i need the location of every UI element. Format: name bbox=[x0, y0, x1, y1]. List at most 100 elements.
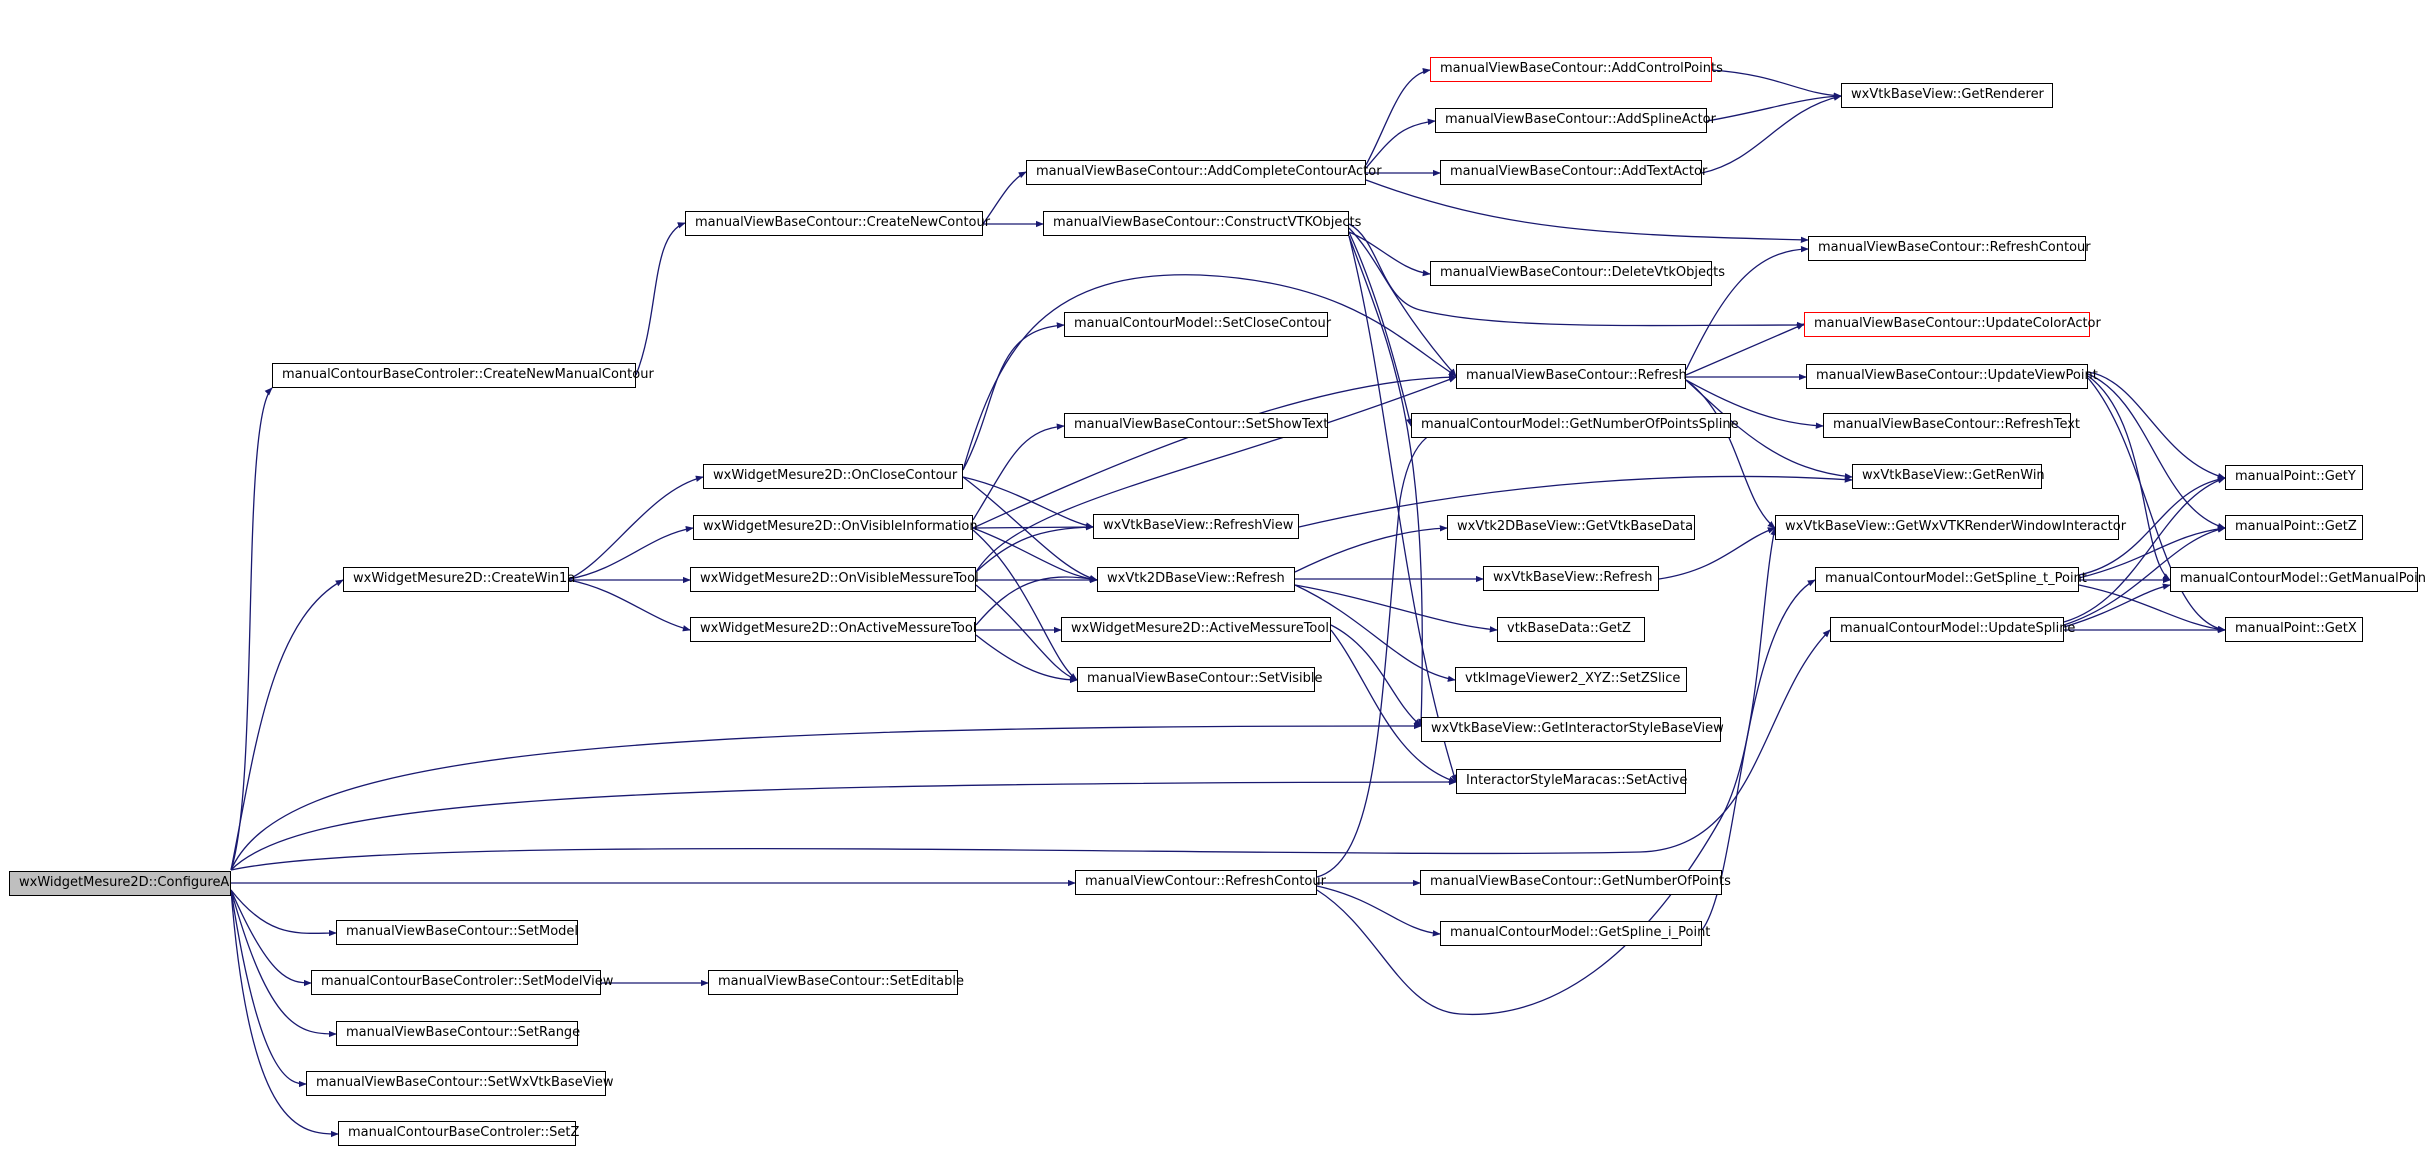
call-edge bbox=[2078, 476, 2226, 576]
call-edge bbox=[2087, 373, 2226, 530]
node-active-messure-tool[interactable]: wxWidgetMesure2D::ActiveMessureTool bbox=[1061, 617, 1331, 642]
node-get-spline-t-point[interactable]: manualContourModel::GetSpline_t_Point bbox=[1815, 567, 2087, 592]
call-edge bbox=[635, 222, 686, 376]
node-on-close-contour[interactable]: wxWidgetMesure2D::OnCloseContour bbox=[703, 464, 963, 489]
call-edge bbox=[230, 722, 1422, 871]
call-edge bbox=[1330, 624, 1422, 727]
node-on-active-messure-tool[interactable]: wxWidgetMesure2D::OnActiveMessureTool bbox=[690, 617, 976, 642]
call-edge bbox=[975, 634, 1078, 684]
node-set-visible[interactable]: manualViewBaseContour::SetVisible bbox=[1077, 667, 1322, 692]
call-edge bbox=[1365, 68, 1431, 166]
node-set-model-view[interactable]: manualContourBaseControler::SetModelView bbox=[311, 970, 613, 995]
node-set-z-slice[interactable]: vtkImageViewer2_XYZ::SetZSlice bbox=[1455, 667, 1687, 692]
node-base-refresh-contour[interactable]: manualViewBaseContour::RefreshContour bbox=[1808, 236, 2091, 261]
call-edge bbox=[1348, 231, 1431, 277]
node-set-close-contour[interactable]: manualContourModel::SetCloseContour bbox=[1064, 312, 1331, 337]
call-edge bbox=[975, 376, 1457, 573]
node-on-visible-information[interactable]: wxWidgetMesure2D::OnVisibleInformation bbox=[693, 515, 978, 540]
node-get-vtk-base-data[interactable]: wxVtk2DBaseView::GetVtkBaseData bbox=[1447, 515, 1695, 540]
call-edge bbox=[1365, 118, 1436, 169]
node-add-text-actor[interactable]: manualViewBaseContour::AddTextActor bbox=[1440, 160, 1707, 185]
node-create-win1a[interactable]: wxWidgetMesure2D::CreateWin1a bbox=[343, 567, 575, 592]
call-edge bbox=[230, 889, 337, 937]
node-vtk-base-data-get-z[interactable]: vtkBaseData::GetZ bbox=[1497, 617, 1645, 642]
call-edge bbox=[1711, 69, 1842, 99]
node-get-number-of-points-spline[interactable]: manualContourModel::GetNumberOfPointsSpl… bbox=[1411, 413, 1739, 438]
node-set-z-controler[interactable]: manualContourBaseControler::SetZ bbox=[338, 1121, 579, 1146]
node-add-spline-actor[interactable]: manualViewBaseContour::AddSplineActor bbox=[1435, 108, 1716, 133]
call-edge bbox=[1685, 245, 1809, 371]
node-set-show-text[interactable]: manualViewBaseContour::SetShowText bbox=[1064, 413, 1328, 438]
call-edge bbox=[1365, 179, 1809, 244]
call-edge bbox=[1330, 629, 1457, 783]
node-point-get-y[interactable]: manualPoint::GetY bbox=[2225, 465, 2363, 490]
call-edge bbox=[972, 423, 1065, 521]
node-point-get-x[interactable]: manualPoint::GetX bbox=[2225, 617, 2363, 642]
call-edge bbox=[1298, 475, 1853, 528]
call-edge bbox=[962, 476, 1098, 582]
node-point-get-z[interactable]: manualPoint::GetZ bbox=[2225, 515, 2363, 540]
node-vtk-base-view-refresh[interactable]: wxVtkBaseView::Refresh bbox=[1483, 566, 1659, 591]
node-get-interactor-style-base-view[interactable]: wxVtkBaseView::GetInteractorStyleBaseVie… bbox=[1421, 717, 1724, 742]
node-create-new-contour[interactable]: manualViewBaseContour::CreateNewContour bbox=[685, 211, 990, 236]
node-update-spline[interactable]: manualContourModel::UpdateSpline bbox=[1830, 617, 2075, 642]
node-get-renderer[interactable]: wxVtkBaseView::GetRenderer bbox=[1841, 83, 2053, 108]
call-edge bbox=[972, 523, 1094, 531]
call-edge bbox=[568, 475, 704, 580]
node-configure-a[interactable]: wxWidgetMesure2D::ConfigureA bbox=[9, 871, 231, 896]
call-edge bbox=[568, 526, 694, 580]
call-edge bbox=[1348, 223, 1805, 329]
call-edge bbox=[2063, 477, 2226, 623]
call-edge bbox=[1685, 379, 1824, 429]
call-edge bbox=[568, 579, 691, 632]
call-edge bbox=[1316, 527, 1777, 1016]
node-create-new-manual-contour[interactable]: manualContourBaseControler::CreateNewMan… bbox=[272, 363, 654, 388]
call-edge bbox=[975, 584, 1078, 681]
call-edge bbox=[230, 889, 337, 1038]
node-get-spline-i-point[interactable]: manualContourModel::GetSpline_i_Point bbox=[1440, 921, 1710, 946]
call-edge bbox=[972, 527, 1098, 583]
node-base-refresh[interactable]: manualViewBaseContour::Refresh bbox=[1456, 364, 1687, 389]
node-on-visible-messure-tool[interactable]: wxWidgetMesure2D::OnVisibleMessureTool bbox=[690, 567, 979, 592]
call-edge bbox=[230, 889, 312, 987]
call-edge bbox=[962, 476, 1094, 529]
node-refresh-text[interactable]: manualViewBaseContour::RefreshText bbox=[1823, 413, 2080, 438]
node-update-color-actor[interactable]: manualViewBaseContour::UpdateColorActor bbox=[1804, 312, 2101, 337]
node-vtk2d-refresh[interactable]: wxVtk2DBaseView::Refresh bbox=[1097, 567, 1295, 592]
call-edge bbox=[1701, 94, 1842, 174]
node-get-ren-win[interactable]: wxVtkBaseView::GetRenWin bbox=[1852, 464, 2045, 489]
call-edge bbox=[230, 889, 339, 1138]
node-manual-view-contour-refresh-contour[interactable]: manualViewContour::RefreshContour bbox=[1075, 870, 1326, 895]
call-edge bbox=[972, 529, 1078, 681]
node-set-model[interactable]: manualViewBaseContour::SetModel bbox=[336, 920, 578, 945]
call-edge bbox=[230, 629, 1831, 871]
call-edge bbox=[230, 889, 307, 1088]
node-delete-vtk-objects[interactable]: manualViewBaseContour::DeleteVtkObjects bbox=[1430, 261, 1725, 286]
node-interactor-style-set-active[interactable]: InteractorStyleMaracas::SetActive bbox=[1456, 769, 1687, 794]
call-edge bbox=[1685, 323, 1805, 376]
call-edge bbox=[1348, 235, 1457, 783]
node-update-view-point[interactable]: manualViewBaseContour::UpdateViewPoint bbox=[1806, 364, 2098, 389]
call-edge bbox=[1701, 579, 1816, 931]
node-set-editable[interactable]: manualViewBaseContour::SetEditable bbox=[708, 970, 964, 995]
node-get-wx-vtk-render-window-interactor[interactable]: wxVtkBaseView::GetWxVTKRenderWindowInter… bbox=[1775, 515, 2126, 540]
call-edge bbox=[975, 575, 1098, 626]
call-edge bbox=[1316, 423, 1457, 878]
node-add-complete-contour-actor[interactable]: manualViewBaseContour::AddCompleteContou… bbox=[1026, 160, 1382, 185]
node-set-wx-vtk-base-view[interactable]: manualViewBaseContour::SetWxVtkBaseView bbox=[306, 1071, 614, 1096]
node-refresh-view[interactable]: wxVtkBaseView::RefreshView bbox=[1093, 514, 1299, 539]
call-edge bbox=[2087, 377, 2226, 633]
call-edge bbox=[1685, 379, 1776, 529]
call-edge bbox=[1294, 584, 1498, 633]
call-edge bbox=[975, 523, 1094, 573]
node-set-range[interactable]: manualViewBaseContour::SetRange bbox=[336, 1021, 580, 1046]
call-edge bbox=[1348, 227, 1457, 377]
node-add-control-points[interactable]: manualViewBaseContour::AddControlPoints bbox=[1430, 57, 1723, 82]
node-get-manual-point[interactable]: manualContourModel::GetManualPoint bbox=[2170, 567, 2426, 592]
call-edge bbox=[1348, 235, 1425, 727]
node-get-number-of-points[interactable]: manualViewBaseContour::GetNumberOfPoints bbox=[1420, 870, 1731, 895]
call-edge bbox=[230, 579, 344, 871]
call-edge bbox=[2078, 584, 2226, 633]
call-edge bbox=[2063, 583, 2171, 628]
node-construct-vtk-objects[interactable]: manualViewBaseContour::ConstructVTKObjec… bbox=[1043, 211, 1361, 236]
